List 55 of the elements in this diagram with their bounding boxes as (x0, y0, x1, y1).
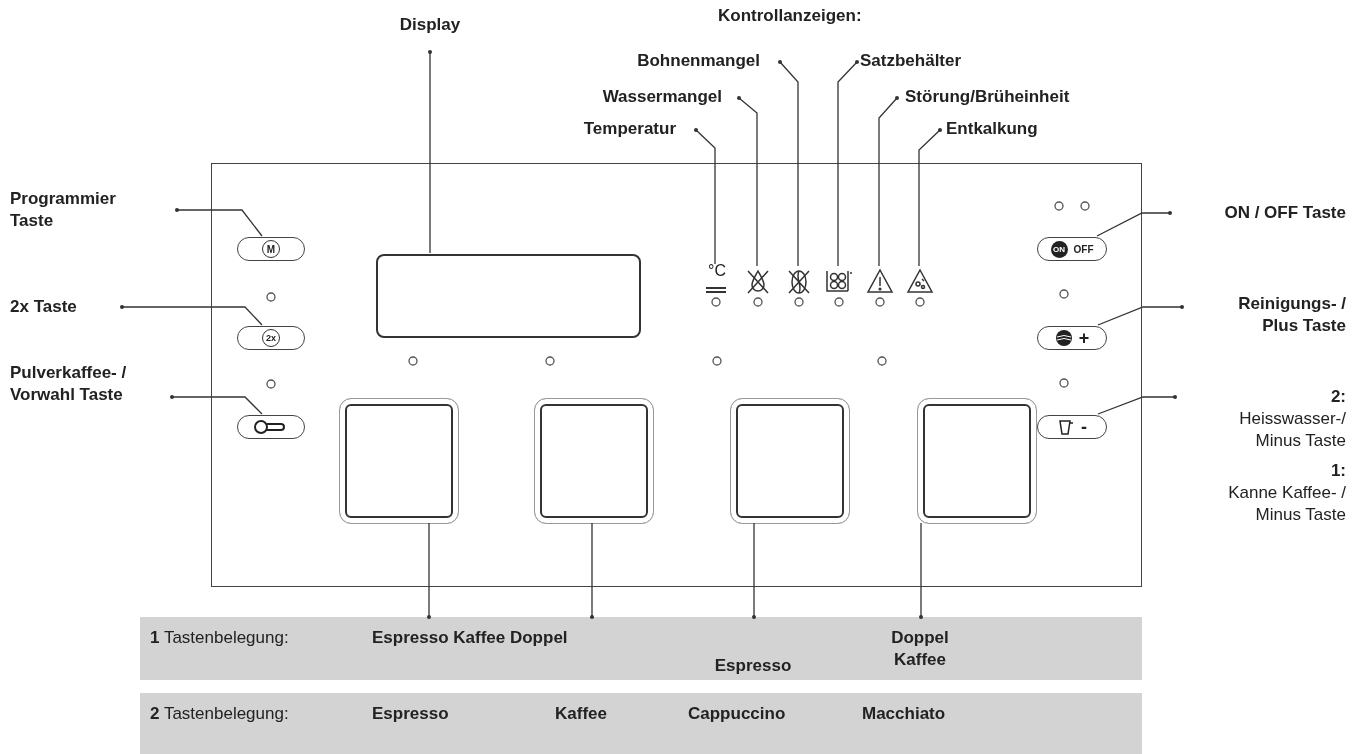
heading-label: Kontrollanzeigen: (718, 6, 862, 26)
drink-label: Espresso Kaffee Doppel (372, 627, 568, 649)
callout-label: Bohnenmangel (590, 50, 780, 74)
bean-shortage-icon (785, 267, 813, 295)
leader-line (918, 128, 942, 267)
leader-line (428, 50, 432, 254)
leader-line (694, 128, 716, 265)
drink-label: Espresso (372, 703, 449, 725)
water-shortage-icon (744, 267, 772, 295)
coffee-button (917, 398, 1037, 524)
callout-label: Display (395, 14, 465, 52)
leader-line (778, 60, 799, 267)
leader-line (837, 60, 859, 267)
leader-line (1097, 395, 1177, 415)
callout-label: ON / OFF Taste (1170, 202, 1346, 226)
coffee-button (730, 398, 850, 524)
leader-line (170, 395, 263, 415)
leader-line (752, 522, 756, 619)
callout-label: Heisswasser-/ Minus Taste (1238, 408, 1346, 452)
callout-label: Wassermangel (555, 86, 739, 110)
leader-line (737, 96, 758, 267)
drink-label: Macchiato (862, 703, 946, 725)
row-title: 2 Tastenbelegung: (150, 703, 289, 725)
assignment-row (140, 693, 1142, 754)
leader-line (590, 522, 594, 619)
row-title: 1 Tastenbelegung: (150, 627, 289, 649)
leader-line (1096, 211, 1172, 237)
drink-label: Espresso (713, 655, 793, 677)
coffee-button (534, 398, 654, 524)
callout-label: Satzbehälter (857, 50, 987, 74)
callout-label: 1: (1330, 460, 1346, 482)
callout-label: Temperatur (548, 118, 696, 142)
drink-label: Kaffee (555, 703, 607, 725)
leader-line (120, 305, 263, 326)
assignment-row (140, 617, 1142, 680)
warning-icon (866, 267, 894, 295)
leader-line (878, 96, 899, 267)
leader-line (1097, 305, 1184, 326)
callout-label: 2: (1330, 386, 1346, 408)
control-panel (211, 163, 1142, 587)
leader-line (427, 522, 431, 619)
descaling-icon (906, 267, 934, 295)
callout-label: Pulverkaffee- / Vorwahl Taste (10, 362, 172, 408)
drink-label: Cappuccino (688, 703, 786, 725)
callout-label: Kanne Kaffee- / Minus Taste (1227, 482, 1346, 526)
display-screen (376, 254, 641, 338)
leader-line (919, 522, 923, 619)
coffee-button (339, 398, 459, 524)
callout-label: Störung/Brüheinheit (897, 86, 1122, 110)
drink-label: Doppel Kaffee (890, 627, 950, 671)
callout-label: 2x Taste (10, 296, 122, 320)
leader-line (175, 208, 263, 237)
callout-label: Reinigungs- / Plus Taste (1182, 293, 1346, 341)
callout-label: Entkalkung (940, 118, 1060, 142)
callout-label: Programmier Taste (10, 188, 177, 234)
